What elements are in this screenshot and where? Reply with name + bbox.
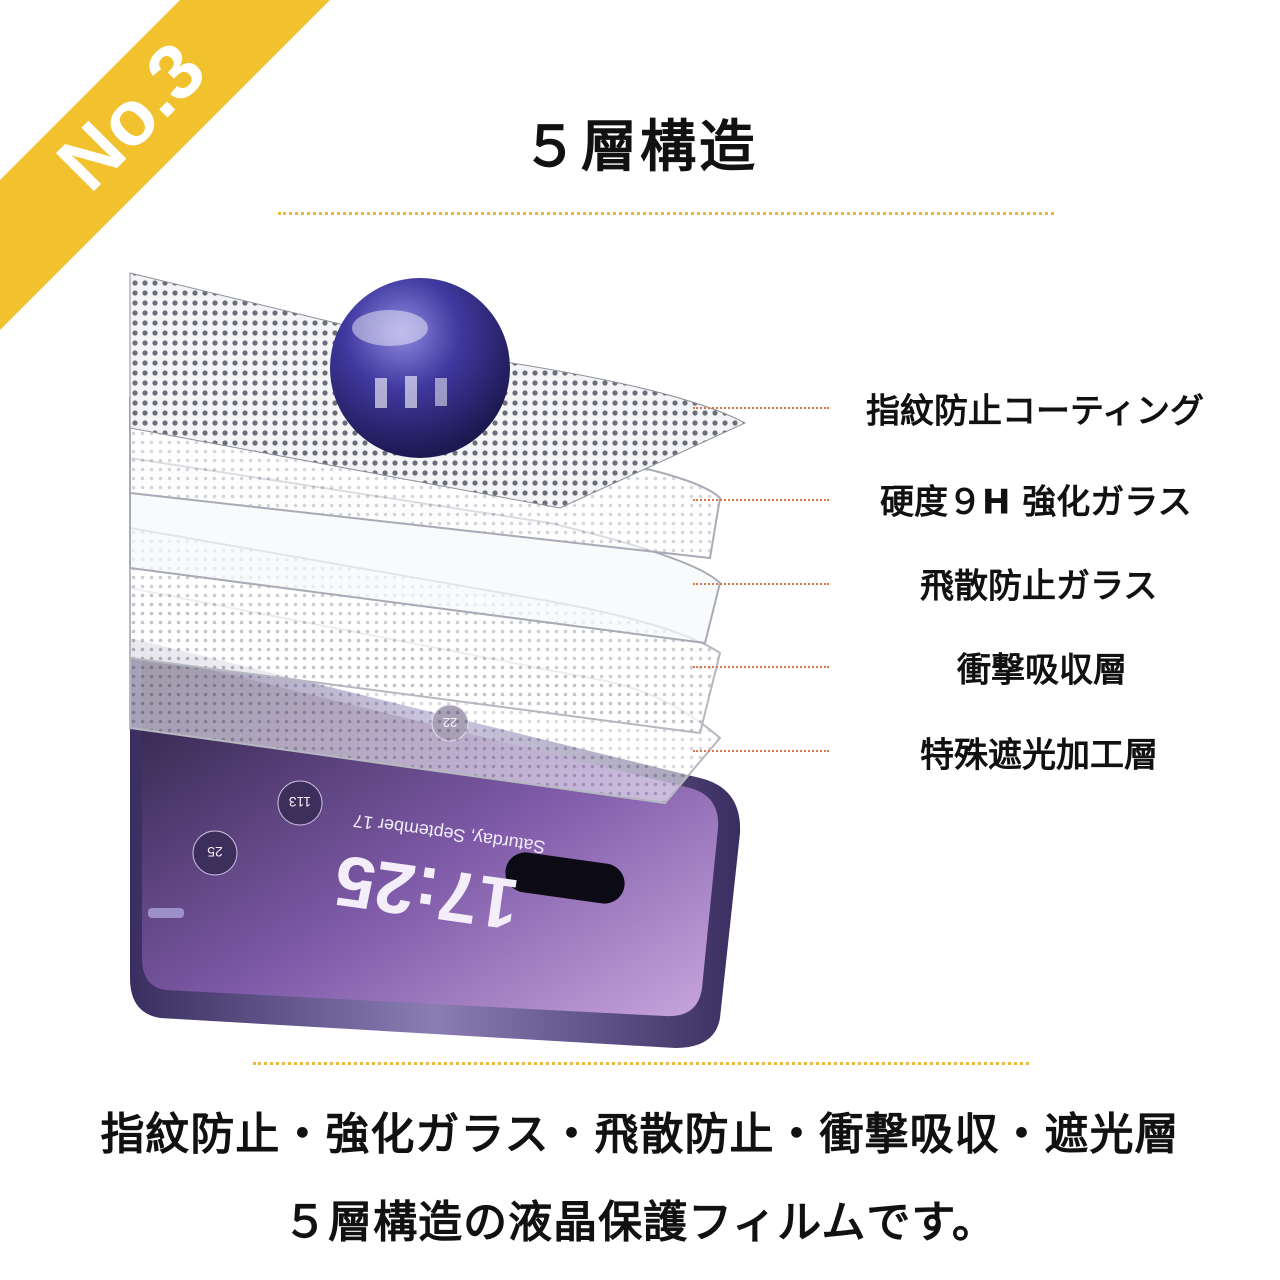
- layer-label-light-blocking: 特殊遮光加工層: [920, 735, 1158, 776]
- layer-illustration: 17:25 Saturday, September 17 113 25 22: [120, 258, 760, 1048]
- droplet-ball: [330, 278, 510, 458]
- layer-label-anti-shatter: 飛散防止ガラス: [920, 566, 1158, 607]
- badge-ribbon: [0, 0, 330, 330]
- leader-line-2: [693, 499, 829, 501]
- footer-line-2: ５層構造の液晶保護フィルムです。: [283, 1197, 997, 1248]
- number-badge: No.3: [0, 0, 330, 330]
- layer-label-shock-absorption: 衝撃吸収層: [957, 650, 1127, 691]
- top-divider: [278, 212, 1054, 215]
- leader-line-1: [693, 407, 829, 409]
- leader-line-4: [693, 666, 829, 668]
- footer-line-1: 指紋防止・強化ガラス・飛散防止・衝撃吸収・遮光層: [100, 1109, 1180, 1160]
- widget-value-1: 113: [289, 794, 312, 810]
- leader-line-5: [693, 750, 829, 752]
- dynamic-island: [505, 852, 625, 904]
- side-button: [148, 908, 184, 918]
- leader-line-3: [693, 583, 829, 585]
- layer-label-tempered-glass: 硬度９H 強化ガラス: [880, 482, 1192, 523]
- bottom-divider: [253, 1062, 1029, 1065]
- widget-value-2: 25: [207, 844, 223, 860]
- layer-label-anti-fingerprint: 指紋防止コーティング: [866, 391, 1204, 432]
- page-title: ５層構造: [522, 115, 758, 180]
